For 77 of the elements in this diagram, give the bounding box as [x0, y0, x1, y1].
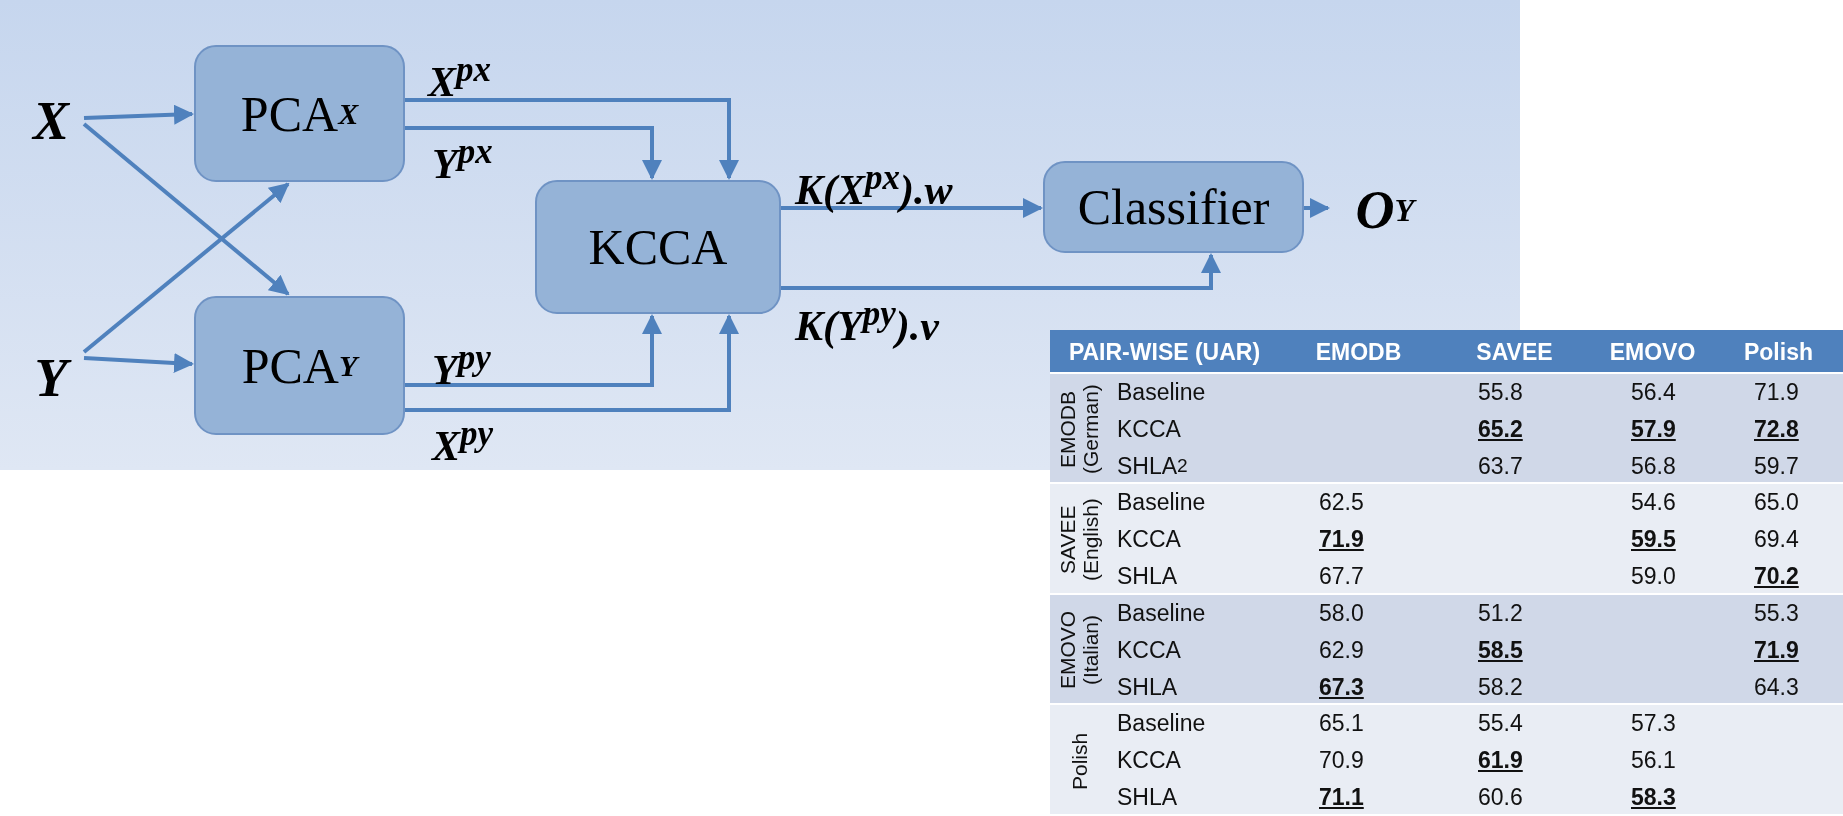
score-value: 58.3 [1630, 783, 1677, 813]
variable-label: X [18, 88, 84, 154]
method-label: KCCA [1116, 635, 1182, 665]
score-value: 57.3 [1630, 709, 1677, 739]
arrow [405, 126, 662, 180]
row-group-label: SAVEE (English) [1056, 497, 1103, 584]
score-value: 56.4 [1630, 377, 1677, 407]
variable-label: Y [18, 345, 84, 411]
score-value: 65.1 [1318, 709, 1365, 739]
arrow [83, 104, 194, 125]
arrow [781, 253, 1221, 290]
arrow [82, 182, 290, 354]
score-value: 67.3 [1318, 672, 1365, 702]
score-value: 72.8 [1753, 414, 1800, 444]
score-value: 71.1 [1318, 783, 1365, 813]
score-value: 55.3 [1753, 598, 1800, 628]
score-value: 58.5 [1477, 635, 1524, 665]
score-value: 54.6 [1630, 488, 1677, 518]
method-label: Baseline [1116, 598, 1207, 628]
edge-label: Y$^{py}$ [432, 340, 491, 391]
score-value: 55.8 [1477, 377, 1524, 407]
score-value: 69.4 [1753, 525, 1800, 555]
score-value: 59.0 [1630, 562, 1677, 592]
score-value: 70.2 [1753, 562, 1800, 592]
score-value: 58.0 [1318, 598, 1365, 628]
process-box: KCCA [535, 180, 781, 314]
row-group-label: Polish [1067, 731, 1092, 792]
score-value: 58.2 [1477, 672, 1524, 702]
score-value: 56.1 [1630, 746, 1677, 776]
row-group-label: EMODB (German) [1056, 383, 1103, 477]
process-box: Classifier [1043, 161, 1304, 253]
score-value: 63.7 [1477, 451, 1524, 481]
score-value: 71.9 [1753, 377, 1800, 407]
edge-label: X$^{py}$ [432, 416, 494, 467]
edge-label: X$^{px}$ [428, 52, 491, 103]
arrow [781, 198, 1043, 218]
edge-label: Y$^{px}$ [432, 134, 493, 185]
edge-label: K(X$^{px}$).w [795, 160, 953, 211]
arrow [405, 314, 662, 387]
method-label: Baseline [1116, 709, 1207, 739]
column-header: Polish [1743, 337, 1814, 367]
column-header: EMOVO [1608, 337, 1697, 367]
method-label: Baseline [1116, 488, 1207, 518]
arrow [405, 98, 739, 180]
score-value: 70.9 [1318, 746, 1365, 776]
row-group-label: EMOVO (Italian) [1056, 610, 1103, 692]
arrow [405, 314, 739, 412]
score-value: 55.4 [1477, 709, 1524, 739]
method-label: KCCA [1116, 414, 1182, 444]
method-label: SHLA [1116, 783, 1179, 813]
score-value: 65.2 [1477, 414, 1524, 444]
score-value: 67.7 [1318, 562, 1365, 592]
score-value: 62.5 [1318, 488, 1365, 518]
method-label: Baseline [1116, 377, 1207, 407]
method-label: SHLA [1116, 672, 1179, 702]
arrow [82, 122, 290, 296]
arrow [83, 353, 194, 373]
score-value: 59.7 [1753, 451, 1800, 481]
score-value: 56.8 [1630, 451, 1677, 481]
score-value: 71.9 [1753, 635, 1800, 665]
edge-label: K(Y$^{py}$).v [795, 296, 939, 347]
column-header: SAVEE [1475, 337, 1554, 367]
method-label: SHLA [1116, 562, 1179, 592]
score-value: 71.9 [1318, 525, 1365, 555]
arrow [1304, 198, 1330, 218]
score-value: 64.3 [1753, 672, 1800, 702]
score-value: 57.9 [1630, 414, 1677, 444]
score-value: 62.9 [1318, 635, 1365, 665]
column-header: PAIR-WISE (UAR) [1067, 337, 1262, 367]
score-value: 60.6 [1477, 783, 1524, 813]
score-value: 51.2 [1477, 598, 1524, 628]
method-label: KCCA [1116, 746, 1182, 776]
method-label: KCCA [1116, 525, 1182, 555]
score-value: 61.9 [1477, 746, 1524, 776]
score-value: 65.0 [1753, 488, 1800, 518]
column-header: EMODB [1314, 337, 1403, 367]
score-value: 59.5 [1630, 525, 1677, 555]
